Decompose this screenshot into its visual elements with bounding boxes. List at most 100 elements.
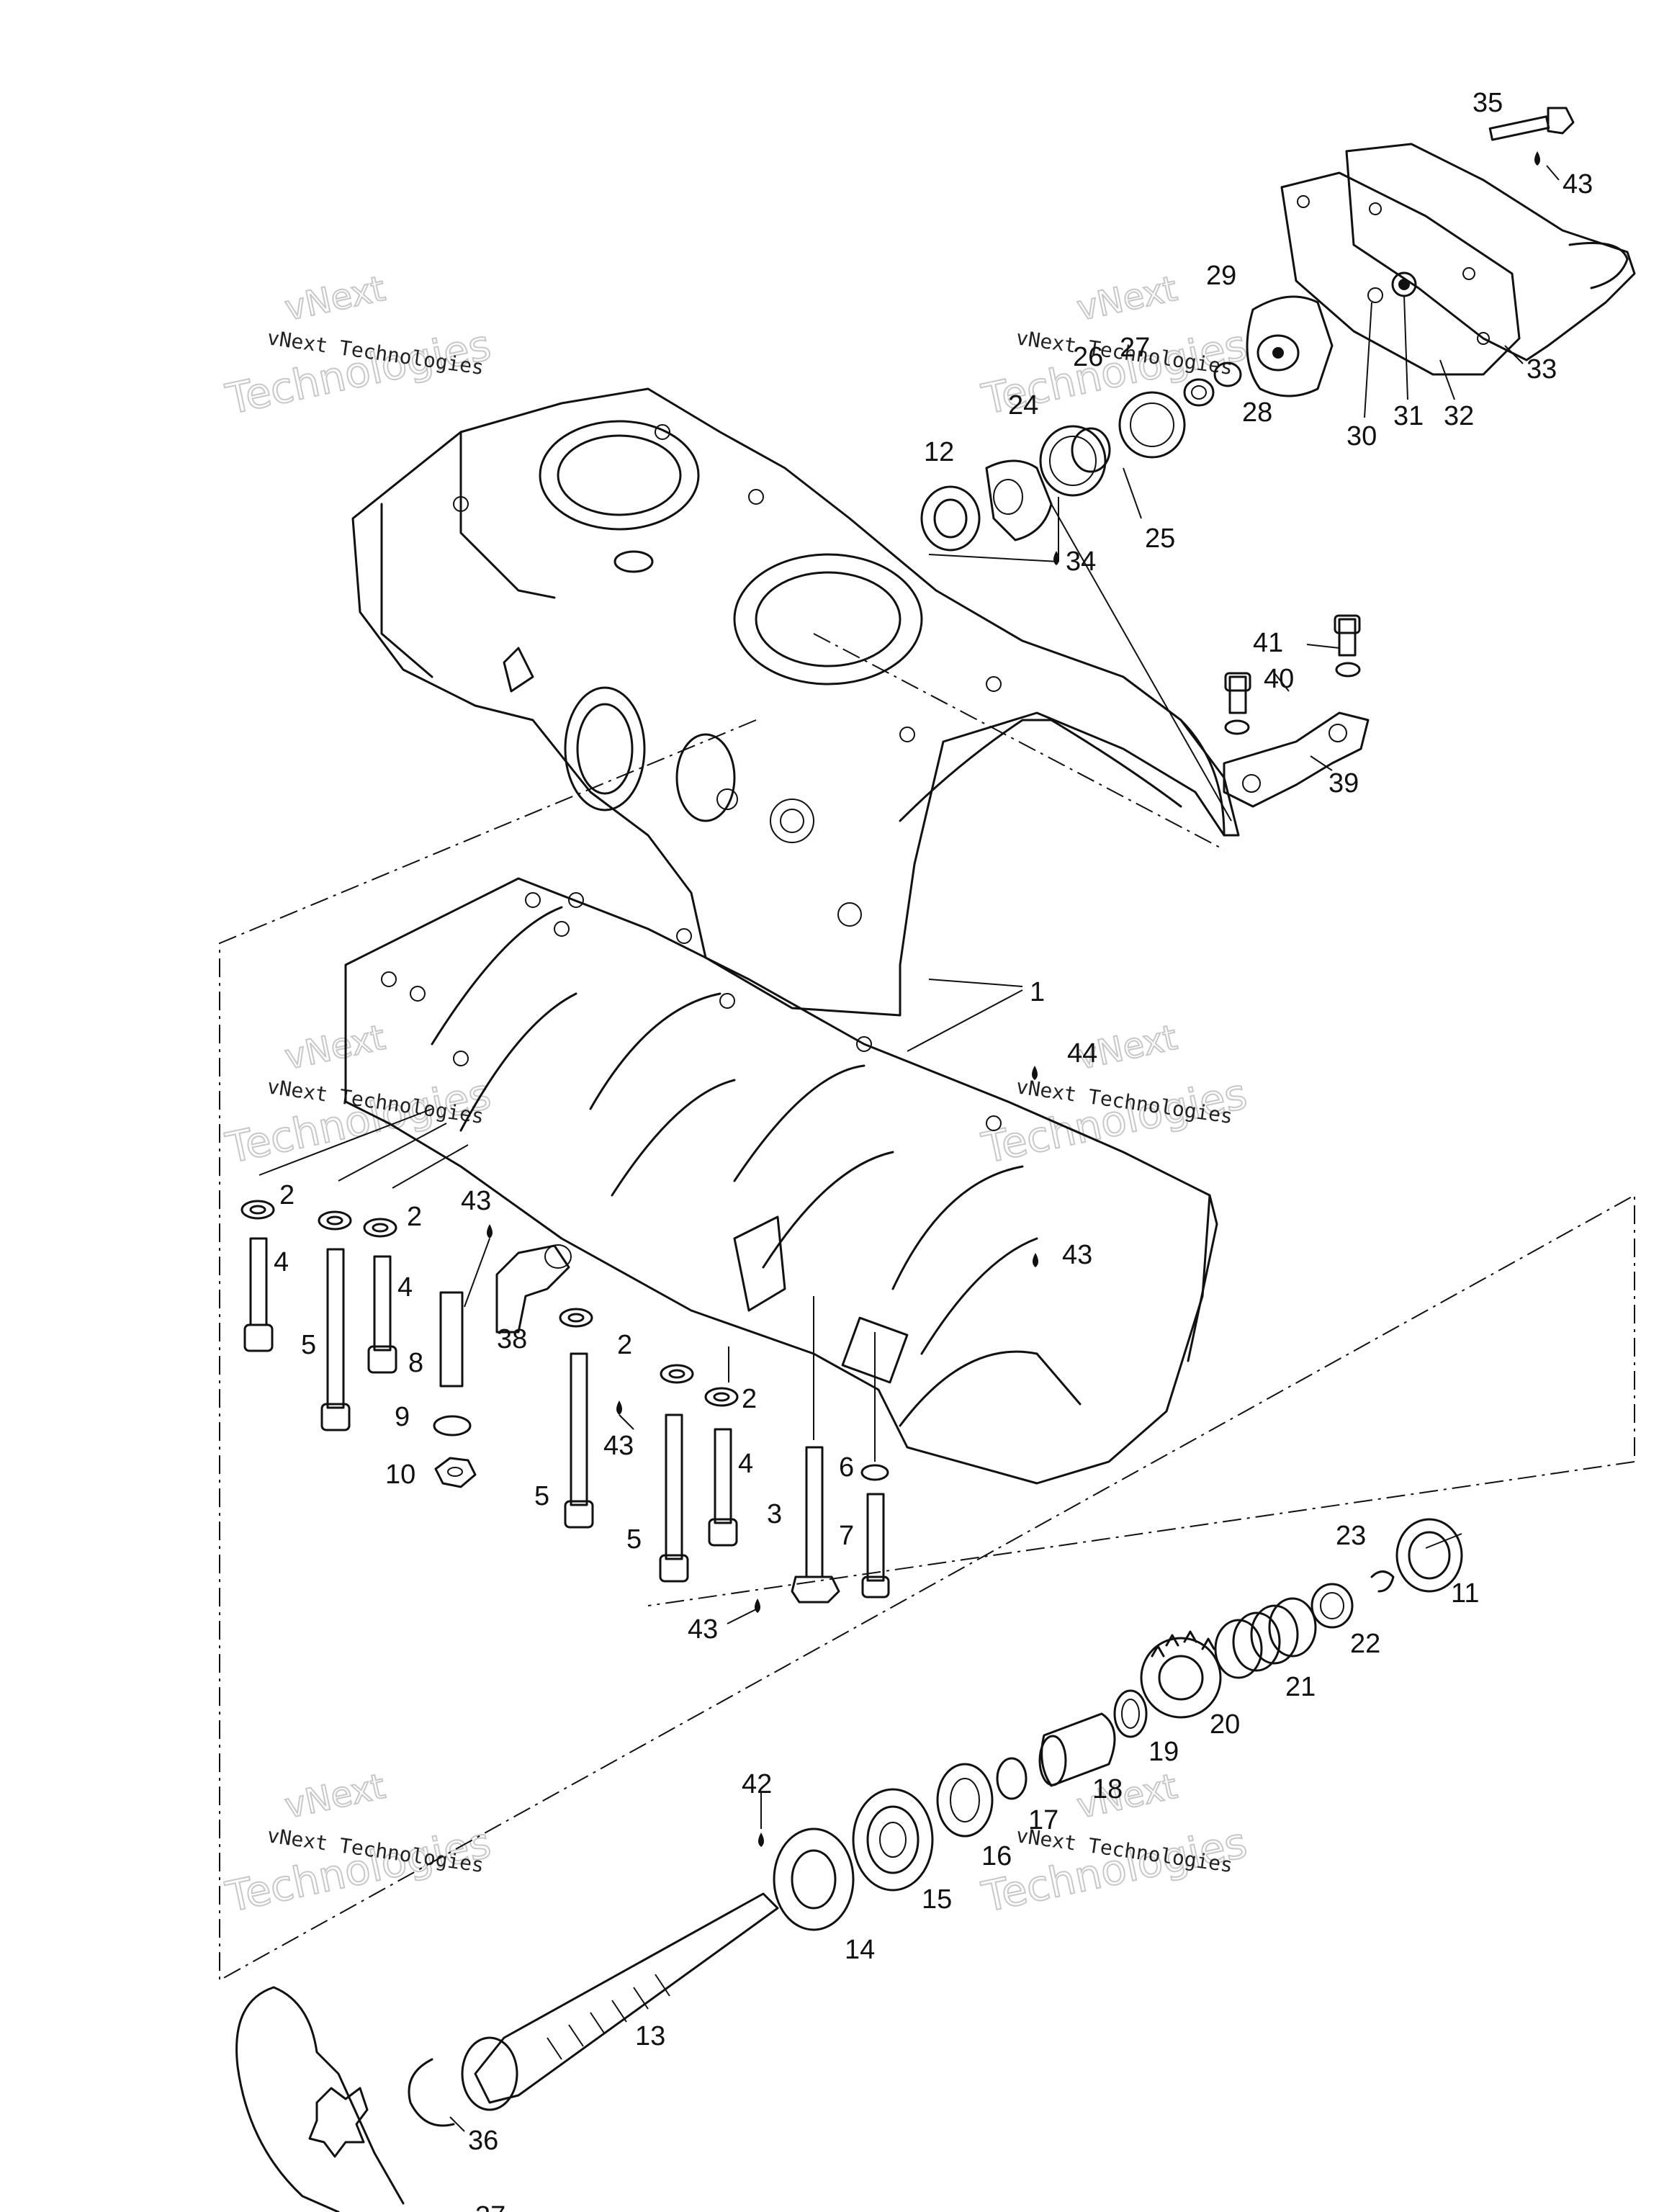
watermark-vnext: vNext xyxy=(1074,1766,1181,1827)
callout-30: 30 xyxy=(1346,421,1377,451)
washer-2c xyxy=(363,1218,397,1238)
callout-12: 12 xyxy=(924,437,954,467)
bearing-12 xyxy=(920,485,981,552)
bearing-cap-group xyxy=(1223,614,1370,808)
callout-2: 2 xyxy=(617,1330,632,1360)
sleeve-18 xyxy=(1040,1712,1116,1787)
watermark-mid-left: vNext Technologies vNext Technologies xyxy=(221,1017,496,1174)
drive-shaft-assembly xyxy=(235,1518,1463,2212)
watermark-top-left: vNext Technologies vNext Technologies xyxy=(221,268,496,425)
bolt-4b xyxy=(373,1255,392,1352)
washer-28 xyxy=(1213,361,1242,387)
bolt-7 xyxy=(866,1493,885,1582)
bolt-4a xyxy=(249,1237,268,1326)
thread-locker-drop-icon xyxy=(616,1401,622,1415)
bolt-35 xyxy=(1488,115,1550,141)
washer-19 xyxy=(1113,1689,1148,1738)
bolt-41a xyxy=(1228,675,1247,714)
washer-2d xyxy=(559,1308,593,1328)
seal-24 xyxy=(1039,425,1107,497)
bearing-cap-39 xyxy=(1223,711,1370,808)
callout-43: 43 xyxy=(461,1186,491,1216)
shaft-gear-teeth xyxy=(461,2036,518,2111)
callout-26: 26 xyxy=(1073,342,1103,372)
washer-40b xyxy=(1335,662,1361,678)
fastener-group-left xyxy=(240,1108,493,1488)
circlip-23 xyxy=(1370,1570,1395,1593)
bolt-4c xyxy=(714,1428,732,1524)
washer-2f xyxy=(704,1387,739,1407)
lower-case-boss xyxy=(733,1215,786,1312)
callout-29: 29 xyxy=(1206,261,1236,291)
watermark-bottom-left: vNext Technologies vNext Technologies xyxy=(221,1766,496,1923)
callout-14: 14 xyxy=(845,1935,875,1965)
nut-10 xyxy=(434,1457,477,1488)
callout-43: 43 xyxy=(1062,1240,1092,1270)
sealant-drop-icon xyxy=(758,1833,764,1847)
callout-5: 5 xyxy=(534,1481,549,1511)
watermark-mid-right: vNext Technologies vNext Technologies xyxy=(977,1017,1252,1174)
washer-2a xyxy=(240,1200,275,1220)
callout-6: 6 xyxy=(839,1452,854,1483)
bolt-41b xyxy=(1338,618,1357,657)
callout-39: 39 xyxy=(1328,768,1359,799)
elbow-fitting-38 xyxy=(495,1244,570,1334)
callout-5: 5 xyxy=(626,1524,642,1555)
callout-22: 22 xyxy=(1350,1629,1380,1659)
bearing-15 xyxy=(852,1788,934,1892)
sealant-drop-icon xyxy=(1053,551,1059,565)
watermark-vnext: vNext xyxy=(282,1766,389,1827)
washer-16 xyxy=(936,1763,994,1838)
callout-28: 28 xyxy=(1242,397,1272,428)
callout-21: 21 xyxy=(1285,1672,1316,1702)
washer-6 xyxy=(860,1464,889,1481)
callout-36: 36 xyxy=(468,2126,498,2156)
callout-35: 35 xyxy=(1473,88,1503,118)
callout-24: 24 xyxy=(1008,390,1038,421)
gear-20 xyxy=(1140,1630,1222,1719)
seal-14 xyxy=(773,1827,855,1931)
upper-crankcase xyxy=(351,387,1240,1017)
callout-13: 13 xyxy=(635,2021,665,2051)
callout-5: 5 xyxy=(301,1330,316,1360)
callout-10: 10 xyxy=(385,1460,415,1490)
callout-37: 37 xyxy=(475,2201,505,2212)
callout-2: 2 xyxy=(742,1384,757,1414)
callout-23: 23 xyxy=(1336,1521,1366,1551)
stud-boss xyxy=(613,550,654,573)
callout-33: 33 xyxy=(1527,354,1557,385)
callout-44: 44 xyxy=(1067,1038,1097,1069)
callout-43: 43 xyxy=(603,1431,634,1461)
stud-8 xyxy=(439,1291,464,1388)
bearing-seat-upper xyxy=(564,686,646,811)
washer-2e xyxy=(660,1364,694,1384)
callout-2: 2 xyxy=(279,1180,295,1210)
gasket-32 xyxy=(1280,171,1521,376)
callout-25: 25 xyxy=(1145,523,1175,554)
callout-8: 8 xyxy=(408,1348,423,1378)
cylinder-bore-1 xyxy=(539,420,700,531)
callout-27: 27 xyxy=(1120,333,1150,363)
thread-locker-drop-icon xyxy=(1033,1253,1038,1267)
callout-18: 18 xyxy=(1092,1774,1123,1804)
callout-16: 16 xyxy=(981,1841,1012,1871)
thread-locker-drop-icon xyxy=(755,1599,760,1613)
ring-17 xyxy=(996,1757,1028,1800)
assembly-outline xyxy=(219,633,1635,1982)
callout-20: 20 xyxy=(1210,1709,1240,1740)
callout-9: 9 xyxy=(395,1402,410,1432)
callout-31: 31 xyxy=(1393,401,1424,431)
callout-42: 42 xyxy=(742,1769,772,1799)
pump-cover-33 xyxy=(1345,143,1636,361)
callout-19: 19 xyxy=(1148,1737,1179,1767)
sealant-drop-icon xyxy=(1032,1066,1038,1080)
housing-37 xyxy=(235,1986,340,2212)
callout-4: 4 xyxy=(738,1449,753,1479)
callout-32: 32 xyxy=(1444,401,1474,431)
callout-40: 40 xyxy=(1264,664,1294,694)
bolt-5a xyxy=(326,1248,345,1409)
callout-4: 4 xyxy=(274,1247,289,1277)
impeller-29 xyxy=(1246,295,1334,397)
bolt-3 xyxy=(805,1446,824,1578)
